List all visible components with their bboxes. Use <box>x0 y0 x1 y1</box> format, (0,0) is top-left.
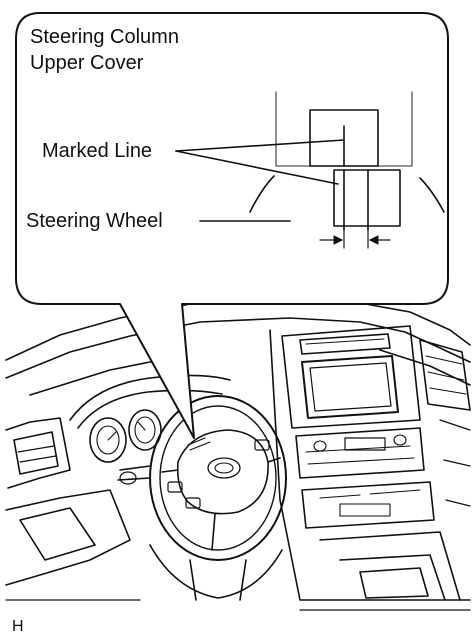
marked-line-label: Marked Line <box>42 140 153 162</box>
steering-wheel-label: Steering Wheel <box>26 210 163 232</box>
callout-title-line-2: Upper Cover <box>30 52 144 74</box>
figure-code: H <box>12 618 24 635</box>
detail-view <box>175 91 445 249</box>
callout-title-line-1: Steering Column <box>30 26 179 48</box>
dashboard-illustration <box>5 297 471 611</box>
